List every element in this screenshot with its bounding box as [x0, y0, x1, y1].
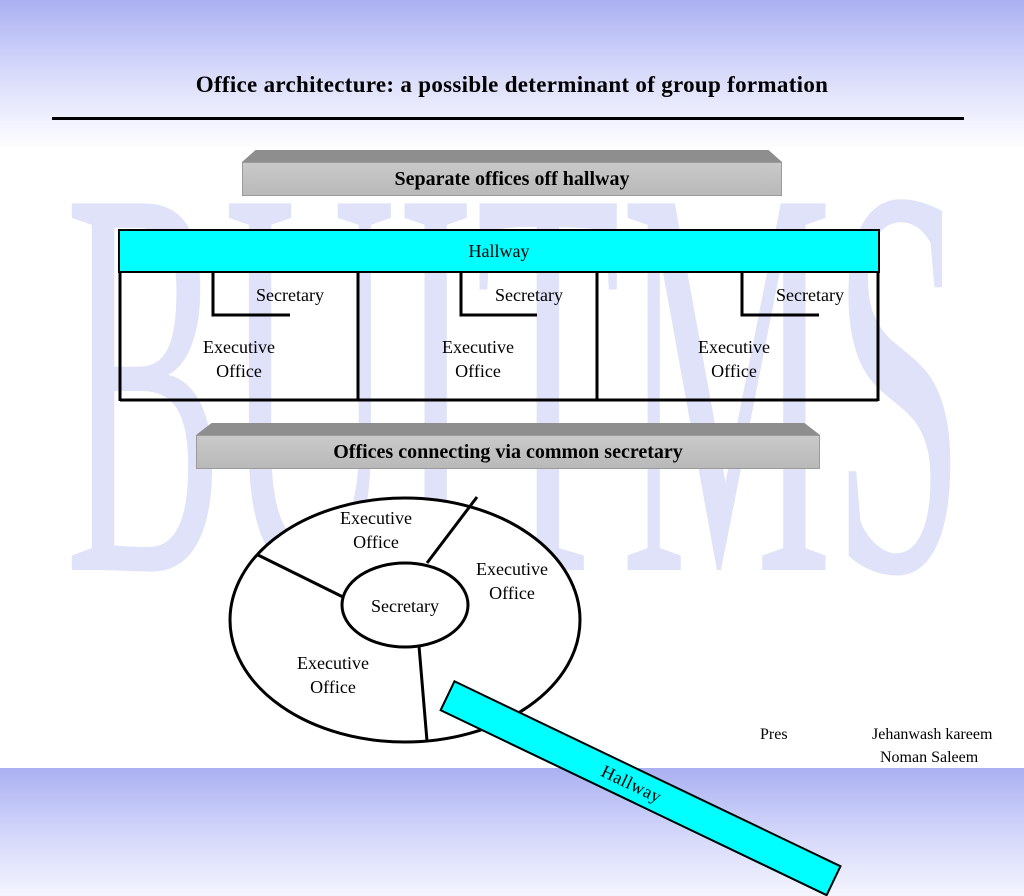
floor-plan-separate: [118, 273, 880, 402]
circular-office-plan: [228, 496, 582, 744]
circle-executive-office-3: Executive Office: [273, 651, 393, 699]
footer-presenter-2: Noman Saleem: [880, 749, 979, 766]
circle-executive-office-2: Executive Office: [452, 557, 572, 605]
title-underline: [52, 117, 964, 120]
executive-line2: Office: [489, 583, 535, 603]
executive-line2: Office: [353, 532, 399, 552]
banner-common-secretary: Offices connecting via common secretary: [196, 423, 820, 469]
divider-bottom: [417, 645, 429, 742]
banner-bevel: [196, 423, 820, 435]
circle-executive-office-1: Executive Office: [316, 506, 436, 554]
secretary-wall-1: [211, 273, 290, 317]
executive-line1: Executive: [476, 559, 548, 579]
executive-line1: Executive: [340, 508, 412, 528]
executive-line2: Office: [216, 361, 262, 381]
executive-office-label-1: Executive Office: [179, 335, 299, 383]
banner-label: Separate offices off hallway: [242, 162, 782, 196]
footer-presenter-1: Jehanwash kareem: [872, 726, 993, 743]
executive-line1: Executive: [203, 337, 275, 357]
secretary-label-3: Secretary: [776, 285, 844, 305]
slide-title: Office architecture: a possible determin…: [195, 72, 829, 97]
executive-line1: Executive: [442, 337, 514, 357]
secretary-wall-3: [740, 273, 819, 317]
executive-line2: Office: [455, 361, 501, 381]
divider-left: [257, 553, 344, 599]
footer-presenter-fragment: Pres: [760, 726, 788, 743]
banner-label: Offices connecting via common secretary: [196, 435, 820, 469]
secretary-label-1: Secretary: [256, 285, 324, 305]
executive-line1: Executive: [297, 653, 369, 673]
executive-line2: Office: [310, 677, 356, 697]
hallway-bar: Hallway: [118, 229, 880, 273]
secretary-wall-2: [459, 273, 537, 317]
banner-separate-offices: Separate offices off hallway: [242, 150, 782, 196]
executive-office-label-3: Executive Office: [674, 335, 794, 383]
secretary-core: [340, 561, 470, 649]
executive-line1: Executive: [698, 337, 770, 357]
banner-bevel: [242, 150, 782, 162]
circle-secretary-label: Secretary: [371, 596, 439, 616]
secretary-label-2: Secretary: [495, 285, 563, 305]
executive-line2: Office: [711, 361, 757, 381]
divider-top-right: [425, 496, 479, 564]
executive-office-label-2: Executive Office: [418, 335, 538, 383]
